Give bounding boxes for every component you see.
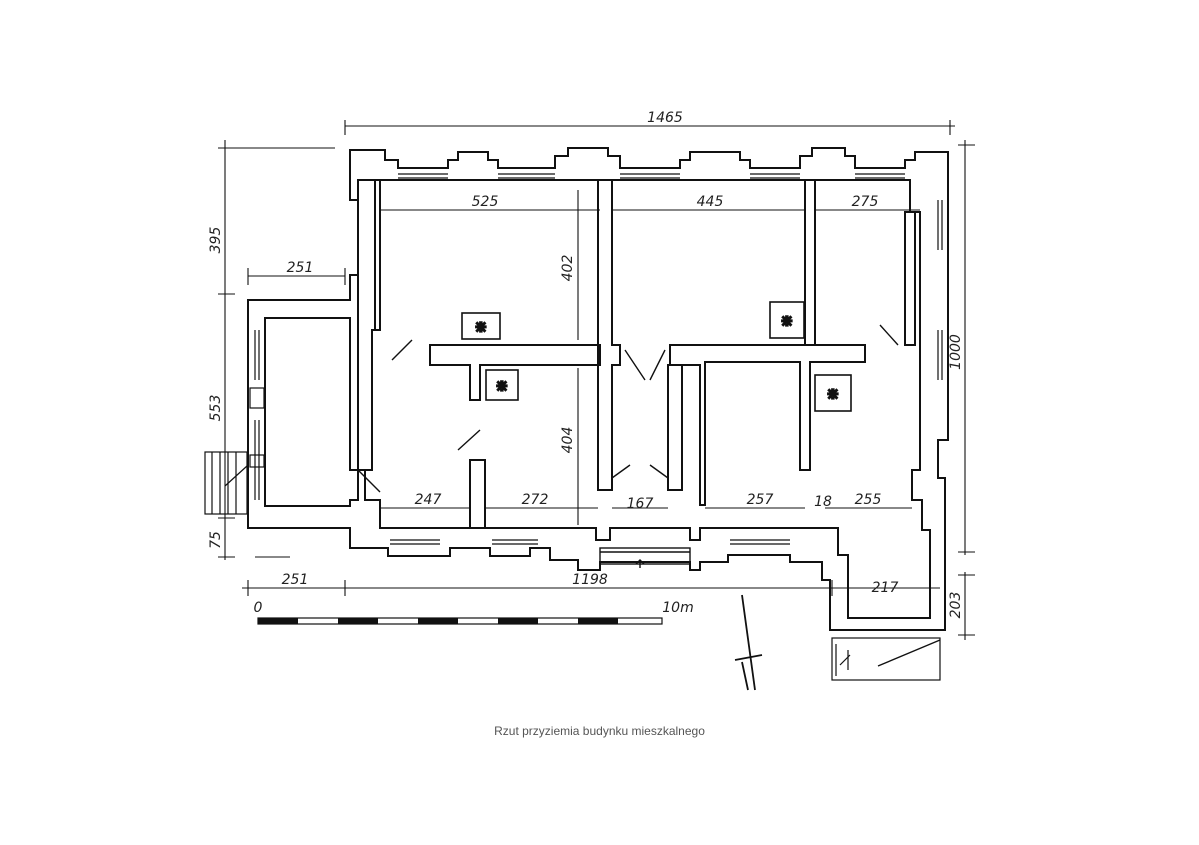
dim-room-nw-width: 525	[472, 194, 499, 210]
dim-left-annex-bottom: 251	[282, 572, 309, 588]
dim-overall-depth: 1000	[948, 334, 964, 370]
dim-room-ne-width: 275	[852, 194, 879, 210]
north-arrow-icon	[734, 594, 763, 691]
chimney-box-2	[485, 369, 519, 401]
wall-central-left	[597, 179, 621, 491]
plan-caption: Rzut przyziemia budynku mieszkalnego	[494, 724, 705, 738]
dim-room-n-mid-width: 445	[697, 194, 724, 210]
svg-text:⋇: ⋇	[826, 384, 839, 403]
inner-wall-outline	[364, 179, 931, 619]
porch-steps	[831, 637, 941, 681]
dim-overall-width: 1465	[647, 110, 683, 126]
svg-text:⋇: ⋇	[495, 376, 508, 395]
walls	[247, 147, 949, 631]
dimension-labels: 1465 1000 203 395 553 75 251 251 1198 21…	[208, 110, 964, 618]
dim-room-sw-depth: 404	[560, 427, 576, 454]
outer-wall-outline	[247, 147, 949, 631]
front-step	[599, 547, 691, 568]
chimney-box-1	[461, 312, 501, 340]
chimneys: ⋇ ⋇ ⋇ ⋇	[461, 301, 852, 412]
dim-room-s2-width: 272	[522, 492, 549, 508]
wall-west-rooms	[357, 179, 381, 471]
wall-south-mid	[469, 459, 486, 529]
windows	[249, 173, 943, 545]
wall-north-divider	[804, 179, 816, 346]
stairs-left	[204, 451, 248, 515]
chimney-box-3	[769, 301, 805, 339]
dim-room-s3-width: 257	[747, 492, 774, 508]
dim-left-mid: 553	[208, 395, 224, 422]
dim-porch-width: 217	[872, 580, 899, 596]
dim-corridor-width: 167	[627, 496, 654, 512]
left-annex-inner	[264, 317, 359, 507]
wall-central-right	[667, 364, 683, 491]
central-cross-wall	[429, 344, 601, 401]
dim-room-s4-width: 255	[855, 492, 882, 508]
dim-wall-18: 18	[814, 494, 832, 510]
door-swings	[357, 324, 941, 667]
scale-bar: 0 10m	[254, 600, 694, 625]
dim-left-annex-top: 251	[287, 260, 314, 276]
dim-room-nw-depth: 402	[560, 255, 576, 282]
east-cross-wall	[669, 344, 866, 506]
scale-end-label: 10m	[662, 600, 693, 616]
scale-start-label: 0	[254, 600, 263, 616]
dim-left-bottom: 75	[208, 531, 224, 549]
dim-front-length: 1198	[572, 572, 608, 588]
dimension-lines	[218, 120, 975, 640]
chimney-box-4	[814, 374, 852, 412]
svg-text:⋇: ⋇	[780, 311, 793, 330]
dim-left-top: 395	[208, 227, 224, 254]
svg-text:⋇: ⋇	[474, 317, 487, 336]
wall-east-divider	[904, 211, 916, 346]
dim-porch-depth: 203	[948, 592, 964, 619]
dim-room-s1-width: 247	[415, 492, 442, 508]
